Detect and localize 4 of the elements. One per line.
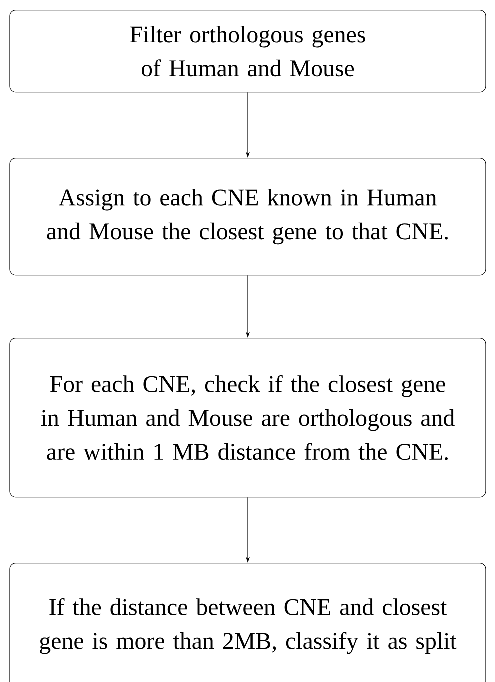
process-box: Filter orthologous genes of Human and Mouse (10, 10, 486, 93)
process-box: Assign to each CNE known in Human and Mouse the closest gene to that CNE. (10, 158, 486, 276)
process-box: For each CNE, check if the closest gene in Human and Mouse are orthologous and are within 1 MB distance from the CNE. (10, 338, 486, 498)
process-box: If the distance between CNE and closest gene is more than 2MB, classify it as split (10, 563, 486, 682)
